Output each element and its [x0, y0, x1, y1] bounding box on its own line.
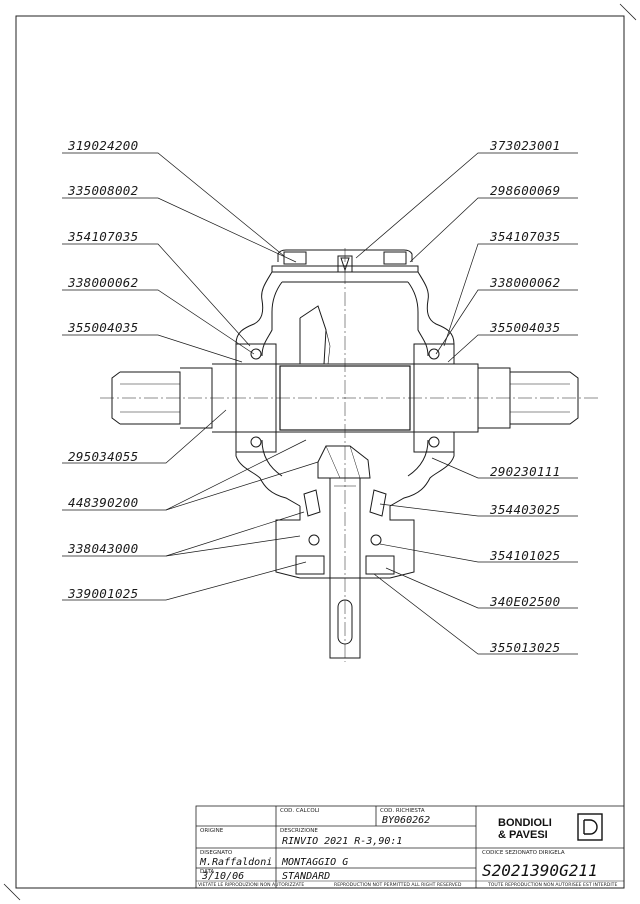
origine-label: ORIGINE — [200, 828, 224, 834]
part-label: 335008002 — [67, 183, 138, 198]
footer-notice-it: VIETATE LE RIPRODUZIONI NON AUTORIZZATE — [198, 882, 304, 888]
standard-value: STANDARD — [282, 871, 330, 882]
codice-value: S2021390G211 — [482, 861, 598, 880]
title-block-text: COD. CALCOLI COD. RICHIESTA BY060262 ORI… — [198, 808, 617, 888]
part-label: 340E02500 — [489, 594, 560, 609]
part-label: 354101025 — [489, 548, 560, 563]
disegnato-label: DISEGNATO — [200, 850, 233, 856]
codice-label: CODICE SEZIONATO DIRIGELA — [482, 850, 565, 856]
cod-calcoli-label: COD. CALCOLI — [280, 808, 320, 814]
corner-mark — [619, 3, 637, 21]
part-label: 448390200 — [68, 495, 138, 510]
part-labels-right: 373023001 298600069 354107035 338000062 … — [489, 138, 560, 655]
part-label: 355004035 — [67, 320, 138, 335]
disegnato-value: M.Raffaldoni — [199, 857, 272, 868]
cod-richiesta-value: BY060262 — [382, 815, 430, 826]
part-label: 290230111 — [490, 464, 560, 479]
part-label: 295034055 — [68, 449, 138, 464]
part-label: 319024200 — [67, 138, 138, 153]
part-label: 354403025 — [489, 502, 560, 517]
montaggio-value: MONTAGGIO G — [281, 857, 348, 868]
cod-richiesta-label: COD. RICHIESTA — [380, 808, 425, 814]
descrizione-label: DESCRIZIONE — [280, 828, 318, 834]
part-label: 338000062 — [489, 275, 560, 290]
part-label: 373023001 — [489, 138, 560, 153]
data-label: DATA — [200, 869, 214, 875]
part-label: 355004035 — [489, 320, 560, 335]
part-label: 298600069 — [490, 183, 560, 198]
descrizione-value: RINVIO 2021 R-3,90:1 — [282, 836, 402, 847]
brand-name-line2: & PAVESI — [498, 829, 548, 841]
part-labels-left: 319024200 335008002 354107035 338000062 … — [67, 138, 138, 601]
corner-mark — [3, 883, 21, 901]
data-value: 3/10/06 — [201, 871, 244, 882]
leader-lines — [62, 152, 578, 655]
brand-logo-icon — [577, 813, 603, 841]
brand-name-line1: BONDIOLI — [498, 817, 552, 829]
part-label: 338043000 — [67, 541, 138, 556]
gearbox-section-view — [100, 248, 600, 662]
part-label: 355013025 — [489, 640, 560, 655]
part-label: 339001025 — [67, 586, 138, 601]
part-label: 354107035 — [489, 229, 560, 244]
part-label: 354107035 — [67, 229, 138, 244]
part-label: 338000062 — [67, 275, 138, 290]
title-block — [195, 805, 625, 889]
footer-notice-fr: TOUTE REPRODUCTION NON AUTORISEE EST INT… — [487, 882, 617, 888]
footer-notice-en: REPRODUCTION NOT PERMITTED ALL RIGHT RES… — [334, 882, 462, 888]
